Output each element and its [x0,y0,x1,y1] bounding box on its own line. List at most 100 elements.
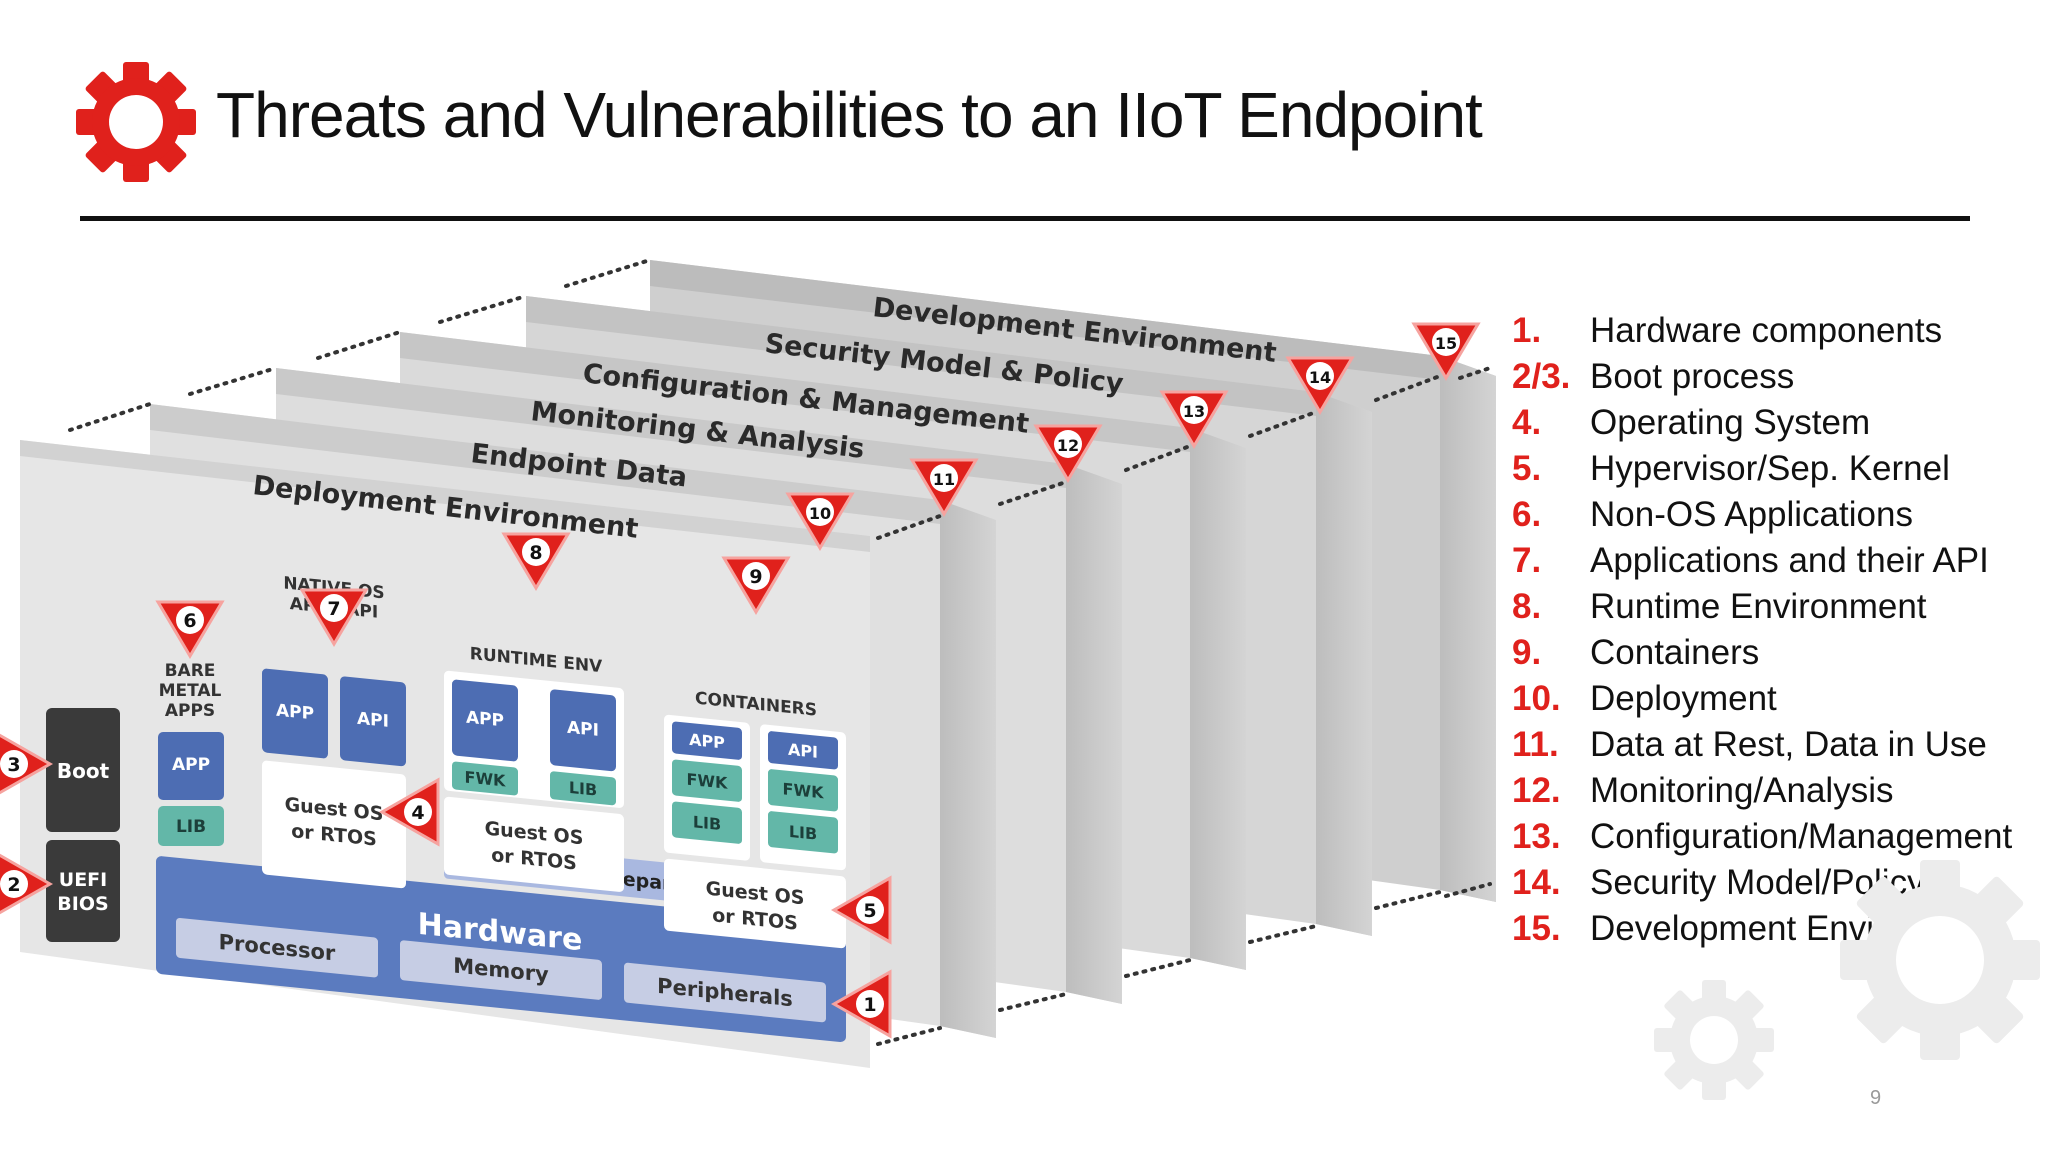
svg-text:APP: APP [689,730,725,753]
threat-diagram: Development Environment Security Model &… [0,258,1496,1068]
legend-label: Boot process [1590,357,1795,396]
svg-text:APPS: APPS [165,701,215,721]
legend-number: 1. [1512,311,1542,350]
legend-label: Applications and their API [1590,541,1989,580]
threat-marker-number: 6 [183,610,196,632]
threat-marker-11: 11 [909,458,979,517]
legend-number: 8. [1512,587,1542,626]
threat-marker-number: 13 [1183,402,1205,421]
svg-text:BARE: BARE [165,661,216,681]
threat-marker-number: 15 [1435,334,1457,353]
threat-marker-number: 2 [7,874,20,896]
legend-label: Hardware components [1590,311,1943,350]
threat-marker-number: 11 [933,470,955,489]
legend-label: Hypervisor/Sep. Kernel [1590,449,1950,488]
threat-marker-number: 9 [749,566,762,588]
legend-item: 9. Containers [1512,630,2012,676]
uefi-bios-block: UEFI BIOS [46,840,120,942]
legend-number: 11. [1512,725,1559,764]
legend-number: 15. [1512,909,1561,948]
legend-number: 12. [1512,771,1561,810]
svg-text:LIB: LIB [569,778,597,800]
legend-number: 9. [1512,633,1542,672]
svg-text:FWK: FWK [687,770,729,793]
threat-marker-10: 10 [785,492,855,551]
legend-label: Monitoring/Analysis [1590,771,1894,810]
legend-item: 5. Hypervisor/Sep. Kernel [1512,446,2012,492]
legend-number: 6. [1512,495,1542,534]
threat-marker-13: 13 [1159,390,1229,449]
legend-item: 6. Non-OS Applications [1512,492,2012,538]
legend-item: 8. Runtime Environment [1512,584,2012,630]
svg-text:API: API [357,709,389,732]
legend-number: 13. [1512,817,1561,856]
threat-marker-9: 9 [721,556,791,615]
svg-text:METAL: METAL [159,681,222,701]
svg-text:API: API [788,740,818,762]
page-number: 9 [1870,1087,1882,1109]
threat-marker-15: 15 [1411,322,1481,381]
svg-text:APP: APP [172,755,210,775]
containers: CONTAINERS APP FWK LIB API FWK LIB Guest… [664,689,846,949]
legend-number: 5. [1512,449,1542,488]
threat-marker-3: 3 [0,733,54,795]
threat-marker-number: 3 [7,754,20,776]
svg-text:Boot: Boot [57,759,110,783]
threat-marker-5: 5 [830,875,892,945]
boot-block: Boot [46,708,120,832]
title-divider [80,216,1970,221]
svg-text:BIOS: BIOS [57,893,108,915]
slide-title: Threats and Vulnerabilities to an IIoT E… [216,79,1483,151]
legend-item: 10. Deployment [1512,676,2012,722]
svg-text:LIB: LIB [176,817,206,837]
threat-marker-6: 6 [155,600,225,659]
legend-item: 1. Hardware components [1512,308,2012,354]
legend-item: 2/3.Boot process [1512,354,2012,400]
native-os-apps: NATIVE OS APPS/API APP API Guest OS or R… [262,573,406,889]
legend-label: Data at Rest, Data in Use [1590,725,1987,764]
threat-marker-12: 12 [1033,424,1103,483]
threat-marker-4: 4 [378,777,440,847]
legend-number: 4. [1512,403,1542,442]
dotted-connectors [68,258,1492,1046]
background-gears-icon [1654,860,2040,1100]
svg-text:LIB: LIB [693,812,721,834]
slide-header: Threats and Vulnerabilities to an IIoT E… [0,0,2048,230]
threat-marker-number: 10 [809,504,831,523]
legend-item: 4. Operating System [1512,400,2012,446]
legend-item: 12. Monitoring/Analysis [1512,768,2012,814]
legend-item: 7. Applications and their API [1512,538,2012,584]
legend-label: Configuration/Management [1590,817,2013,856]
svg-text:FWK: FWK [783,779,825,802]
legend-label: Deployment [1590,679,1777,718]
legend-label: Operating System [1590,403,1871,442]
legend-label: Non-OS Applications [1590,495,1913,534]
legend-label: Runtime Environment [1590,587,1927,626]
threat-marker-number: 8 [529,542,542,564]
bare-metal-apps: BARE METAL APPS APP LIB [158,661,224,846]
threat-marker-number: 4 [411,802,424,824]
threat-marker-number: 5 [863,900,876,922]
legend-number: 7. [1512,541,1542,580]
legend-number: 14. [1512,863,1561,902]
svg-text:FWK: FWK [465,767,507,790]
svg-text:LIB: LIB [789,822,817,844]
svg-text:UEFI: UEFI [59,869,107,891]
legend-label: Containers [1590,633,1760,672]
threat-marker-8: 8 [501,532,571,591]
threat-marker-1: 1 [830,969,892,1039]
runtime-environment: RUNTIME ENV APP FWK API LIB Guest OS or … [444,644,624,892]
threat-marker-number: 14 [1309,368,1331,387]
gear-icon [76,62,196,182]
threat-marker-7: 7 [299,588,369,647]
legend-item: 13. Configuration/Management [1512,814,2012,860]
threat-marker-number: 1 [863,994,876,1016]
svg-text:APP: APP [466,708,504,732]
threat-marker-14: 14 [1285,356,1355,415]
threat-marker-number: 12 [1057,436,1079,455]
threat-marker-2: 2 [0,853,54,915]
legend-number: 10. [1512,679,1561,718]
legend-item: 11. Data at Rest, Data in Use [1512,722,2012,768]
